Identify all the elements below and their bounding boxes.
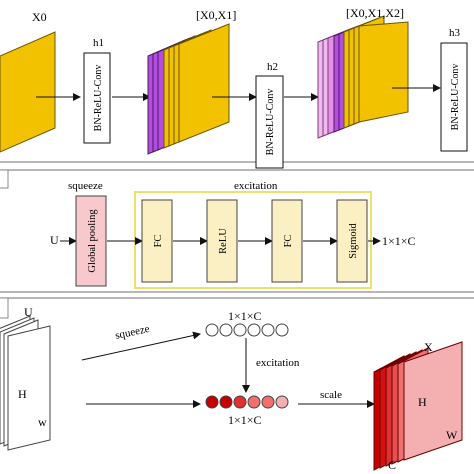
- vector-bottom-cell-1: [205, 395, 219, 409]
- sigmoid-label: Sigmoid: [348, 222, 359, 258]
- x0-label: X0: [32, 10, 47, 24]
- conv-box-2: BN-ReLU-Conv: [255, 75, 284, 169]
- fc1-label: FC: [153, 235, 164, 248]
- panel-b-tag: [0, 169, 9, 189]
- conv-label-1: BN-ReLU-Conv: [93, 65, 104, 132]
- global-pooling-label: Global pooling: [87, 209, 98, 273]
- vector-bottom-cell-5: [261, 395, 275, 409]
- h1-label: h1: [93, 37, 104, 49]
- panel-a-frame: [0, 161, 474, 163]
- conv-label-2: BN-ReLU-Conv: [265, 89, 276, 156]
- fc2-box: FC: [271, 199, 303, 283]
- x012-label: [X0,X1,X2]: [346, 6, 404, 20]
- h-out-label: H: [418, 395, 427, 409]
- vector-bottom: [205, 395, 289, 409]
- se-input-u: U: [50, 233, 59, 247]
- vector-top-cell-6: [275, 323, 289, 337]
- h-label: H: [18, 387, 27, 401]
- w-label: w: [38, 415, 47, 429]
- x-layer-6: [403, 341, 463, 461]
- conv-box-1: BN-ReLU-Conv: [83, 52, 111, 144]
- x01-layer-gold-4: [178, 23, 230, 143]
- x-label: X: [424, 340, 433, 354]
- vector-bottom-cell-3: [233, 395, 247, 409]
- arrow-squeeze: [81, 331, 201, 361]
- relu-label: ReLU: [218, 228, 229, 254]
- squeeze-title: squeeze: [68, 180, 103, 192]
- vector-top-cell-3: [233, 323, 247, 337]
- vector-bottom-cell-4: [247, 395, 261, 409]
- scale-label: scale: [320, 389, 342, 401]
- x012-feature-stack: [317, 15, 409, 139]
- panel-b-frame: [0, 169, 474, 293]
- fc1-box: FC: [141, 199, 173, 283]
- h3-label: h3: [449, 27, 461, 39]
- panel-c-frame: [0, 297, 474, 299]
- panel-se-flow: U H w squeeze 1×1×C excitation 1×1×C: [0, 297, 474, 472]
- x0-feature-stack: [0, 31, 56, 153]
- conv-label-3: BN-ReLU-Conv: [450, 64, 461, 131]
- vector-bottom-cell-2: [219, 395, 233, 409]
- vector-top-cell-2: [219, 323, 233, 337]
- x0-layer: [0, 31, 56, 153]
- u-label: U: [24, 305, 33, 319]
- vector-top-label: 1×1×C: [228, 309, 262, 323]
- vector-top-cell-1: [205, 323, 219, 337]
- panel-se-block: squeeze excitation U Global pooling FC R…: [0, 169, 474, 293]
- x01-label: [X0,X1]: [196, 8, 236, 22]
- vector-top-cell-4: [247, 323, 261, 337]
- sigmoid-box: Sigmoid: [336, 199, 368, 283]
- excitation-title: excitation: [234, 180, 278, 192]
- panel-c-tag: [0, 297, 9, 319]
- u-layer-4: [7, 325, 51, 451]
- x-output-stack: [373, 341, 463, 471]
- relu-box: ReLU: [206, 199, 238, 283]
- conv-box-3: BN-ReLU-Conv: [440, 42, 468, 152]
- w-out-label: W: [446, 428, 458, 442]
- squeeze-label: squeeze: [114, 323, 151, 342]
- se-output-label: 1×1×C: [382, 234, 416, 248]
- vector-bottom-cell-6: [275, 395, 289, 409]
- h2-label: h2: [267, 61, 278, 73]
- excitation-label: excitation: [256, 357, 300, 369]
- vector-top-cell-5: [261, 323, 275, 337]
- global-pooling-box: Global pooling: [75, 195, 107, 287]
- x01-feature-stack: [147, 23, 230, 155]
- u-feature-stack: [0, 315, 51, 451]
- x012-layer-gold-4: [358, 21, 409, 123]
- c-label: C: [388, 458, 396, 472]
- vector-bottom-label: 1×1×C: [228, 413, 262, 427]
- fc2-label: FC: [283, 235, 294, 248]
- panel-dense-block: X0 h1 BN-ReLU-Conv [X0,X1] h2 BN-ReLU-Co…: [0, 6, 474, 169]
- vector-top: [205, 323, 289, 337]
